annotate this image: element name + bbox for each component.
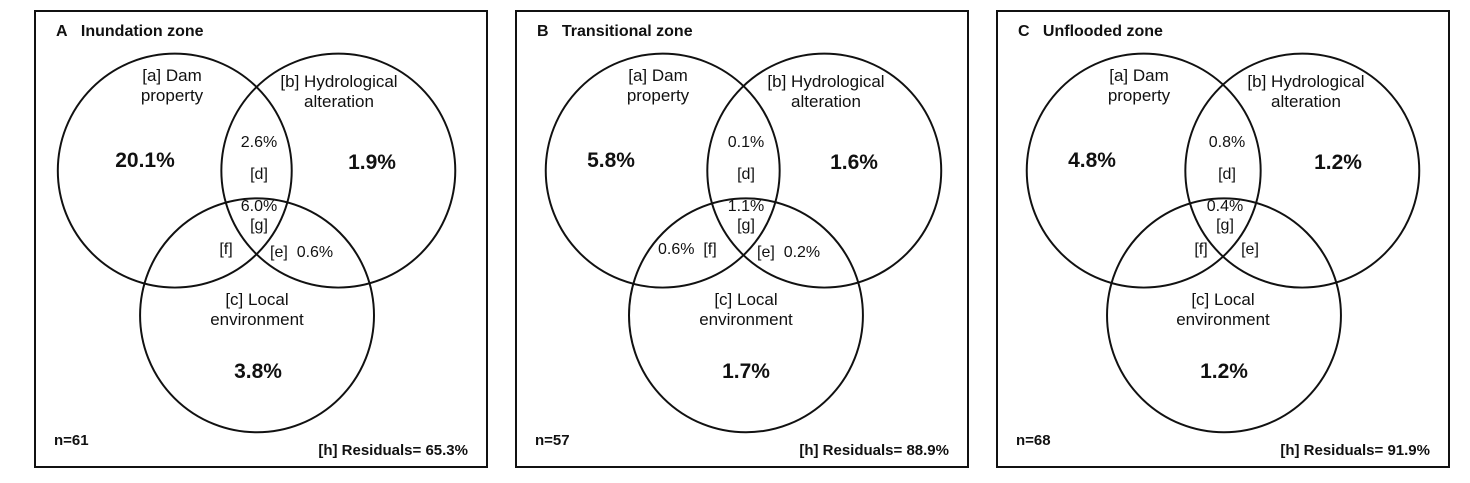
panel-title: Unflooded zone: [1042, 23, 1163, 40]
set-b-unique-value: 1.6%: [830, 151, 878, 174]
panel-heading: C Unflooded zone: [1018, 23, 1163, 41]
overlap-g-value: 1.1%: [727, 198, 765, 215]
set-a-label: [a] Dam property: [1107, 66, 1171, 105]
venn-circles: [56, 52, 457, 434]
set-c-label: [c] Local environment: [699, 290, 793, 329]
set-a-unique-value: 4.8%: [1068, 149, 1116, 172]
panel-heading: A Inundation zone: [56, 23, 204, 41]
venn-panel-b: B Transitional zone [a] Dam property [b]…: [515, 10, 969, 468]
circle-dam-property: [56, 52, 293, 289]
panel-letter: A: [56, 23, 68, 40]
overlap-g-tag: [g]: [737, 217, 755, 234]
set-a-unique-value: 20.1%: [115, 149, 175, 172]
overlap-f-label: 0.6% [f]: [658, 241, 717, 258]
set-c-unique-value: 1.7%: [722, 360, 770, 383]
overlap-e-label: [e] 0.2%: [757, 244, 821, 261]
overlap-d-tag: [d]: [737, 166, 755, 183]
circle-hydrological-alteration: [220, 52, 457, 289]
overlap-g-value: 6.0%: [240, 198, 278, 215]
venn-circles: [1025, 52, 1421, 434]
circle-dam-property: [544, 52, 781, 289]
venn-panel-c: C Unflooded zone [a] Dam property [b] Hy…: [996, 10, 1450, 468]
circle-local-environment: [139, 197, 375, 434]
overlap-g-tag: [g]: [1216, 217, 1234, 234]
circle-dam-property: [1025, 52, 1262, 289]
panel-title: Transitional zone: [561, 23, 693, 40]
overlap-f-tag: [f]: [219, 241, 233, 258]
overlap-d-tag: [d]: [1218, 166, 1236, 183]
circle-local-environment: [1106, 197, 1342, 434]
venn-circles: [544, 52, 943, 434]
residuals: [h] Residuals= 88.9%: [799, 442, 949, 459]
overlap-d-value: 0.8%: [1208, 134, 1246, 151]
overlap-d-value: 0.1%: [727, 134, 765, 151]
overlap-g-tag: [g]: [250, 217, 268, 234]
sample-size: n=57: [535, 432, 570, 449]
sample-size: n=68: [1016, 432, 1051, 449]
set-b-label: [b] Hydrological alteration: [767, 72, 885, 111]
overlap-e-tag: [e]: [1241, 241, 1259, 258]
residuals: [h] Residuals= 65.3%: [318, 442, 468, 459]
overlap-f-tag: [f]: [1194, 241, 1208, 258]
set-c-unique-value: 1.2%: [1200, 360, 1248, 383]
panel-letter: B: [537, 23, 549, 40]
set-c-label: [c] Local environment: [1176, 290, 1270, 329]
set-a-unique-value: 5.8%: [587, 149, 635, 172]
set-c-unique-value: 3.8%: [234, 360, 282, 383]
overlap-e-label: [e] 0.6%: [270, 244, 334, 261]
venn-panel-a: A Inundation zone [a] Dam property [b] H…: [34, 10, 488, 468]
sample-size: n=61: [54, 432, 89, 449]
set-a-label: [a] Dam property: [626, 66, 690, 105]
set-b-unique-value: 1.2%: [1314, 151, 1362, 174]
panel-heading: B Transitional zone: [537, 23, 693, 41]
set-b-label: [b] Hydrological alteration: [280, 72, 398, 111]
set-b-unique-value: 1.9%: [348, 151, 396, 174]
residuals: [h] Residuals= 91.9%: [1280, 442, 1430, 459]
overlap-d-tag: [d]: [250, 166, 268, 183]
circle-local-environment: [628, 197, 864, 434]
set-a-label: [a] Dam property: [140, 66, 204, 105]
circle-hydrological-alteration: [706, 52, 943, 289]
set-b-label: [b] Hydrological alteration: [1247, 72, 1365, 111]
panel-title: Inundation zone: [80, 23, 204, 40]
panel-letter: C: [1018, 23, 1030, 40]
overlap-g-value: 0.4%: [1206, 198, 1244, 215]
set-c-label: [c] Local environment: [210, 290, 304, 329]
circle-hydrological-alteration: [1184, 52, 1421, 289]
overlap-d-value: 2.6%: [240, 134, 278, 151]
